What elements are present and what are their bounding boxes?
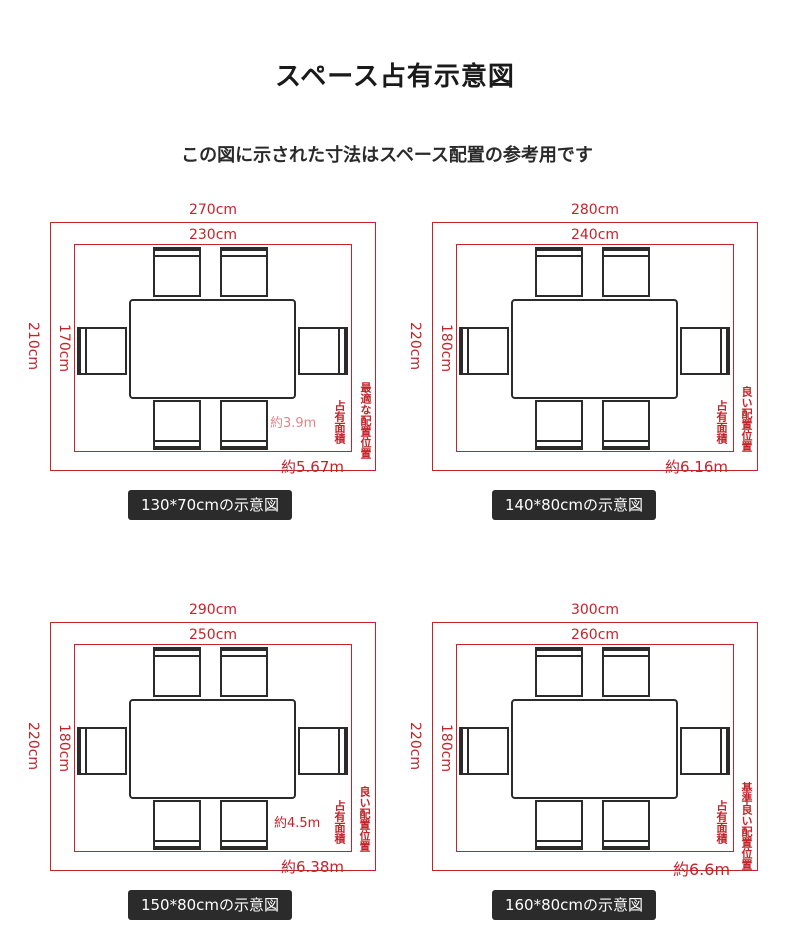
- diagram-caption: 130*70cmの示意図: [128, 490, 292, 520]
- layout-diagram-160x80: 300cm 260cm 220cm 180cm 約6.6m 占有面積 基準良い配…: [407, 596, 790, 926]
- inner-width-label: 230cm: [188, 227, 238, 243]
- occupied-area-note: 占有面積: [715, 400, 728, 444]
- chair-bottom-left: [153, 800, 201, 850]
- chair-left-end: [459, 727, 509, 775]
- chair-bottom-right: [220, 400, 268, 450]
- chair-bottom-left: [535, 800, 583, 850]
- inner-space-rect: [456, 244, 734, 452]
- chair-right-end: [298, 327, 348, 375]
- diagram-caption: 160*80cmの示意図: [492, 890, 656, 920]
- dining-table: [511, 699, 678, 799]
- diagram-caption: 140*80cmの示意図: [492, 490, 656, 520]
- outer-height-label: 220cm: [407, 722, 423, 771]
- inner-width-label: 240cm: [570, 227, 620, 243]
- inner-space-rect: [74, 644, 352, 852]
- outer-width-label: 270cm: [188, 202, 238, 218]
- chair-bottom-right: [602, 400, 650, 450]
- page-title: スペース占有示意図: [275, 62, 515, 92]
- area-big-label: 約5.67m: [281, 458, 345, 476]
- occupied-area-note: 占有面積: [715, 800, 728, 844]
- inner-width-label: 260cm: [570, 627, 620, 643]
- outer-height-label: 210cm: [25, 322, 41, 371]
- placement-quality-note: 最適な配置位置: [359, 382, 372, 459]
- area-big-label: 約6.16m: [665, 458, 729, 476]
- diagram-caption: 150*80cmの示意図: [128, 890, 292, 920]
- chair-left-end: [459, 327, 509, 375]
- chair-bottom-left: [153, 400, 201, 450]
- chair-top-right: [220, 647, 268, 697]
- area-big-label: 約6.38m: [281, 858, 345, 876]
- outer-space-rect: [432, 222, 758, 471]
- dining-table: [129, 299, 296, 399]
- dining-table: [129, 699, 296, 799]
- outer-space-rect: [50, 622, 376, 871]
- chair-top-left: [153, 647, 201, 697]
- chair-left-end: [77, 727, 127, 775]
- chair-top-right: [602, 647, 650, 697]
- chair-top-right: [602, 247, 650, 297]
- placement-quality-note: 良い配置位置: [358, 786, 371, 852]
- layout-diagram-150x80: 290cm 250cm 220cm 180cm 約4.5m 約6.38m 占有面…: [25, 596, 410, 926]
- chair-top-left: [535, 247, 583, 297]
- chair-bottom-right: [220, 800, 268, 850]
- inner-height-label: 180cm: [56, 724, 72, 773]
- outer-space-rect: [50, 222, 376, 471]
- page-subtitle: この図に示された寸法はスペース配置の参考用です: [181, 145, 593, 166]
- chair-bottom-left: [535, 400, 583, 450]
- chair-top-right: [220, 247, 268, 297]
- occupied-area-note: 占有面積: [333, 400, 346, 444]
- chair-right-end: [298, 727, 348, 775]
- chair-left-end: [77, 327, 127, 375]
- outer-space-rect: [432, 622, 758, 871]
- inner-height-label: 180cm: [438, 324, 454, 373]
- chair-right-end: [680, 727, 730, 775]
- layout-diagram-140x80: 280cm 240cm 220cm 180cm 約6.16m 占有面積 良い配置…: [407, 196, 790, 526]
- inner-height-label: 170cm: [56, 324, 72, 373]
- placement-quality-note: 良い配置位置: [740, 386, 753, 452]
- chair-top-left: [535, 647, 583, 697]
- dining-table: [511, 299, 678, 399]
- inner-width-label: 250cm: [188, 627, 238, 643]
- chair-bottom-right: [602, 800, 650, 850]
- outer-width-label: 280cm: [570, 202, 620, 218]
- inner-space-rect: [456, 644, 734, 852]
- outer-height-label: 220cm: [25, 722, 41, 771]
- placement-quality-note: 基準良い配置位置: [740, 782, 753, 870]
- chair-top-left: [153, 247, 201, 297]
- outer-width-label: 300cm: [570, 602, 620, 618]
- inner-space-rect: [74, 244, 352, 452]
- chair-right-end: [680, 327, 730, 375]
- area-small-label: 約4.5m: [274, 816, 321, 831]
- layout-diagram-130x70: 270cm 230cm 210cm 170cm 約3.9m 約5.67m 占有面…: [25, 196, 410, 526]
- area-big-label: 約6.6m: [673, 860, 731, 879]
- occupied-area-note: 占有面積: [333, 800, 346, 844]
- inner-height-label: 180cm: [438, 724, 454, 773]
- outer-width-label: 290cm: [188, 602, 238, 618]
- area-small-label: 約3.9m: [270, 416, 317, 431]
- outer-height-label: 220cm: [407, 322, 423, 371]
